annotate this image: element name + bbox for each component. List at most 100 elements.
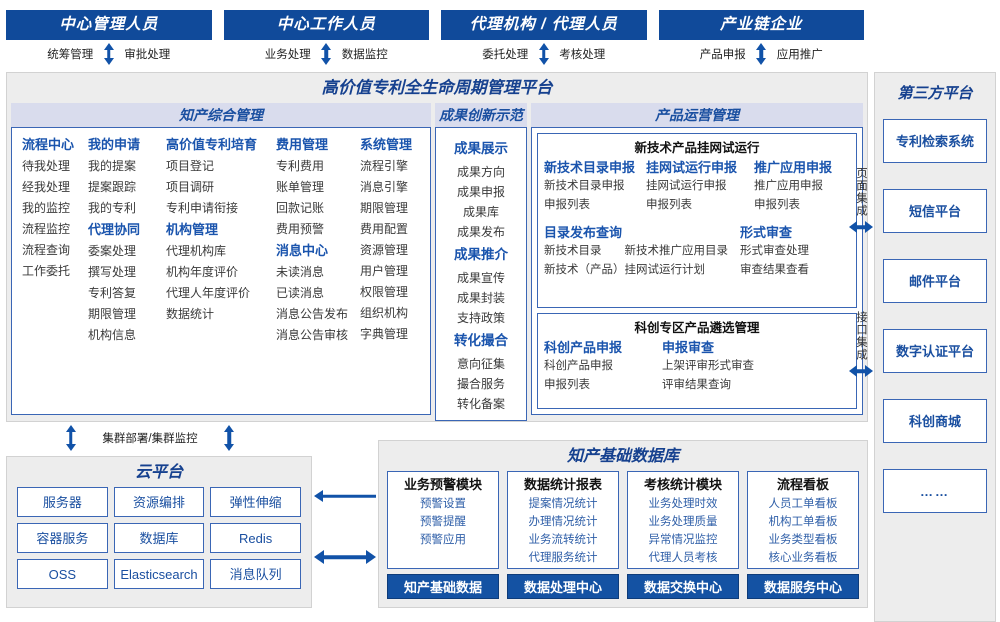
menu-item[interactable]: 上架评审形式审查: [662, 360, 754, 372]
kbase-card-item[interactable]: 业务流转统计: [528, 534, 598, 546]
menu-item[interactable]: 申报列表: [754, 199, 800, 211]
kbase-card-item[interactable]: 预警提醒: [420, 516, 466, 528]
kbase-card-item[interactable]: 办理情况统计: [528, 516, 598, 528]
menu-item[interactable]: 我的提案: [88, 159, 137, 173]
kbase-card-item[interactable]: 业务处理质量: [648, 516, 718, 528]
actor-title-agency[interactable]: 代理机构 / 代理人员: [441, 10, 647, 40]
menu-item[interactable]: 项目登记: [166, 159, 215, 173]
kbase-card-item[interactable]: 异常情况监控: [648, 534, 718, 546]
menu-item[interactable]: 意向征集: [456, 357, 505, 371]
category-label[interactable]: 推广应用申报: [754, 160, 833, 175]
third-party-item-patent-search[interactable]: 专利检索系统: [883, 119, 987, 163]
third-party-item-innovation-mall[interactable]: 科创商城: [883, 399, 987, 443]
menu-item[interactable]: 回款记账: [276, 201, 325, 215]
menu-item[interactable]: 审查结果查看: [740, 264, 809, 276]
category-label[interactable]: 流程中心: [22, 137, 75, 152]
kbase-card-item[interactable]: 业务类型看板: [768, 534, 838, 546]
menu-item[interactable]: 期限管理: [360, 201, 409, 215]
menu-item[interactable]: 新技术目录 新技术推广应用目录: [544, 245, 728, 257]
actor-title-center-staff[interactable]: 中心工作人员: [223, 10, 429, 40]
menu-item[interactable]: 代理人年度评价: [166, 286, 251, 300]
menu-item[interactable]: 未读消息: [276, 265, 325, 279]
menu-item[interactable]: 形式审查处理: [740, 245, 809, 257]
menu-item[interactable]: 成果封装: [456, 291, 505, 305]
menu-item[interactable]: 新技术（产品）挂网试运行计划: [544, 264, 705, 276]
menu-item[interactable]: 流程查询: [22, 243, 71, 257]
actor-title-industry-chain[interactable]: 产业链企业: [658, 10, 864, 40]
category-label[interactable]: 挂网试运行申报: [646, 160, 738, 175]
third-party-item-email[interactable]: 邮件平台: [883, 259, 987, 303]
menu-item[interactable]: 我的监控: [22, 201, 71, 215]
menu-item[interactable]: 已读消息: [276, 286, 325, 300]
menu-item[interactable]: 撰写处理: [88, 265, 137, 279]
menu-item[interactable]: 申报列表: [646, 199, 692, 211]
menu-item[interactable]: 费用预警: [276, 222, 325, 236]
menu-item[interactable]: 机构信息: [88, 328, 137, 342]
menu-item[interactable]: 账单管理: [276, 180, 325, 194]
actor-title-center-admin[interactable]: 中心管理人员: [6, 10, 212, 40]
category-label[interactable]: 机构管理: [166, 222, 219, 237]
menu-item[interactable]: 字典管理: [360, 327, 409, 341]
kbase-card-item[interactable]: 预警应用: [420, 534, 466, 546]
menu-item[interactable]: 资源管理: [360, 243, 409, 257]
menu-item[interactable]: 用户管理: [360, 264, 409, 278]
category-label[interactable]: 费用管理: [276, 137, 329, 152]
category-label[interactable]: 系统管理: [360, 137, 413, 152]
menu-item[interactable]: 支持政策: [456, 311, 505, 325]
category-label[interactable]: 新技术目录申报: [544, 160, 636, 175]
category-label[interactable]: 代理协同: [88, 222, 141, 237]
menu-item[interactable]: 成果宣传: [456, 271, 505, 285]
menu-item[interactable]: 代理机构库: [166, 244, 227, 258]
kbase-card-item[interactable]: 提案情况统计: [528, 498, 598, 510]
menu-item[interactable]: 费用配置: [360, 222, 409, 236]
cloud-cell-orchestration[interactable]: 资源编排: [113, 487, 205, 517]
menu-item[interactable]: 机构年度评价: [166, 265, 239, 279]
third-party-item-digital-cert[interactable]: 数字认证平台: [883, 329, 987, 373]
cloud-cell-redis[interactable]: Redis: [210, 523, 301, 553]
category-label[interactable]: 转化撮合: [454, 333, 508, 348]
menu-item[interactable]: 委案处理: [88, 244, 137, 258]
menu-item[interactable]: 数据统计: [166, 307, 215, 321]
category-label[interactable]: 申报审查: [662, 340, 715, 355]
cloud-cell-server[interactable]: 服务器: [17, 487, 108, 517]
menu-item[interactable]: 经我处理: [22, 180, 71, 194]
kbase-card-item[interactable]: 代理人员考核: [648, 552, 718, 564]
category-label[interactable]: 科创产品申报: [544, 340, 623, 355]
menu-item[interactable]: 成果库: [462, 205, 499, 219]
menu-item[interactable]: 我的专利: [88, 201, 137, 215]
menu-item[interactable]: 成果发布: [456, 225, 505, 239]
menu-item[interactable]: 流程引擎: [360, 159, 409, 173]
menu-item[interactable]: 科创产品申报: [544, 360, 613, 372]
menu-item[interactable]: 待我处理: [22, 159, 71, 173]
menu-item[interactable]: 消息引擎: [360, 180, 409, 194]
menu-item[interactable]: 专利申请衔接: [166, 201, 239, 215]
menu-item[interactable]: 撮合服务: [456, 377, 505, 391]
menu-item[interactable]: 专利答复: [88, 286, 137, 300]
menu-item[interactable]: 挂网试运行申报: [646, 180, 727, 192]
menu-item[interactable]: 工作委托: [22, 264, 71, 278]
menu-item[interactable]: 提案跟踪: [88, 180, 137, 194]
kbase-foot-service-center[interactable]: 数据服务中心: [747, 574, 859, 599]
third-party-item-more[interactable]: ……: [883, 469, 987, 513]
menu-item[interactable]: 申报列表: [544, 199, 590, 211]
menu-item[interactable]: 成果申报: [456, 185, 505, 199]
menu-item[interactable]: 权限管理: [360, 285, 409, 299]
kbase-foot-basic-data[interactable]: 知产基础数据: [387, 574, 499, 599]
menu-item[interactable]: 推广应用申报: [754, 180, 823, 192]
menu-item[interactable]: 评审结果查询: [662, 379, 731, 391]
kbase-card-item[interactable]: 机构工单看板: [768, 516, 838, 528]
cloud-cell-database[interactable]: 数据库: [113, 523, 205, 553]
menu-item[interactable]: 成果方向: [456, 165, 505, 179]
cloud-cell-elasticsearch[interactable]: Elasticsearch: [113, 559, 205, 589]
kbase-card-item[interactable]: 人员工单看板: [768, 498, 838, 510]
kbase-foot-processing-center[interactable]: 数据处理中心: [507, 574, 619, 599]
kbase-card-item[interactable]: 代理服务统计: [528, 552, 598, 564]
kbase-card-item[interactable]: 预警设置: [420, 498, 466, 510]
cloud-cell-container[interactable]: 容器服务: [17, 523, 108, 553]
cloud-cell-oss[interactable]: OSS: [17, 559, 108, 589]
menu-item[interactable]: 期限管理: [88, 307, 137, 321]
menu-item[interactable]: 消息公告审核: [276, 328, 349, 342]
cloud-cell-autoscaling[interactable]: 弹性伸缩: [210, 487, 301, 517]
menu-item[interactable]: 组织机构: [360, 306, 409, 320]
third-party-item-sms[interactable]: 短信平台: [883, 189, 987, 233]
